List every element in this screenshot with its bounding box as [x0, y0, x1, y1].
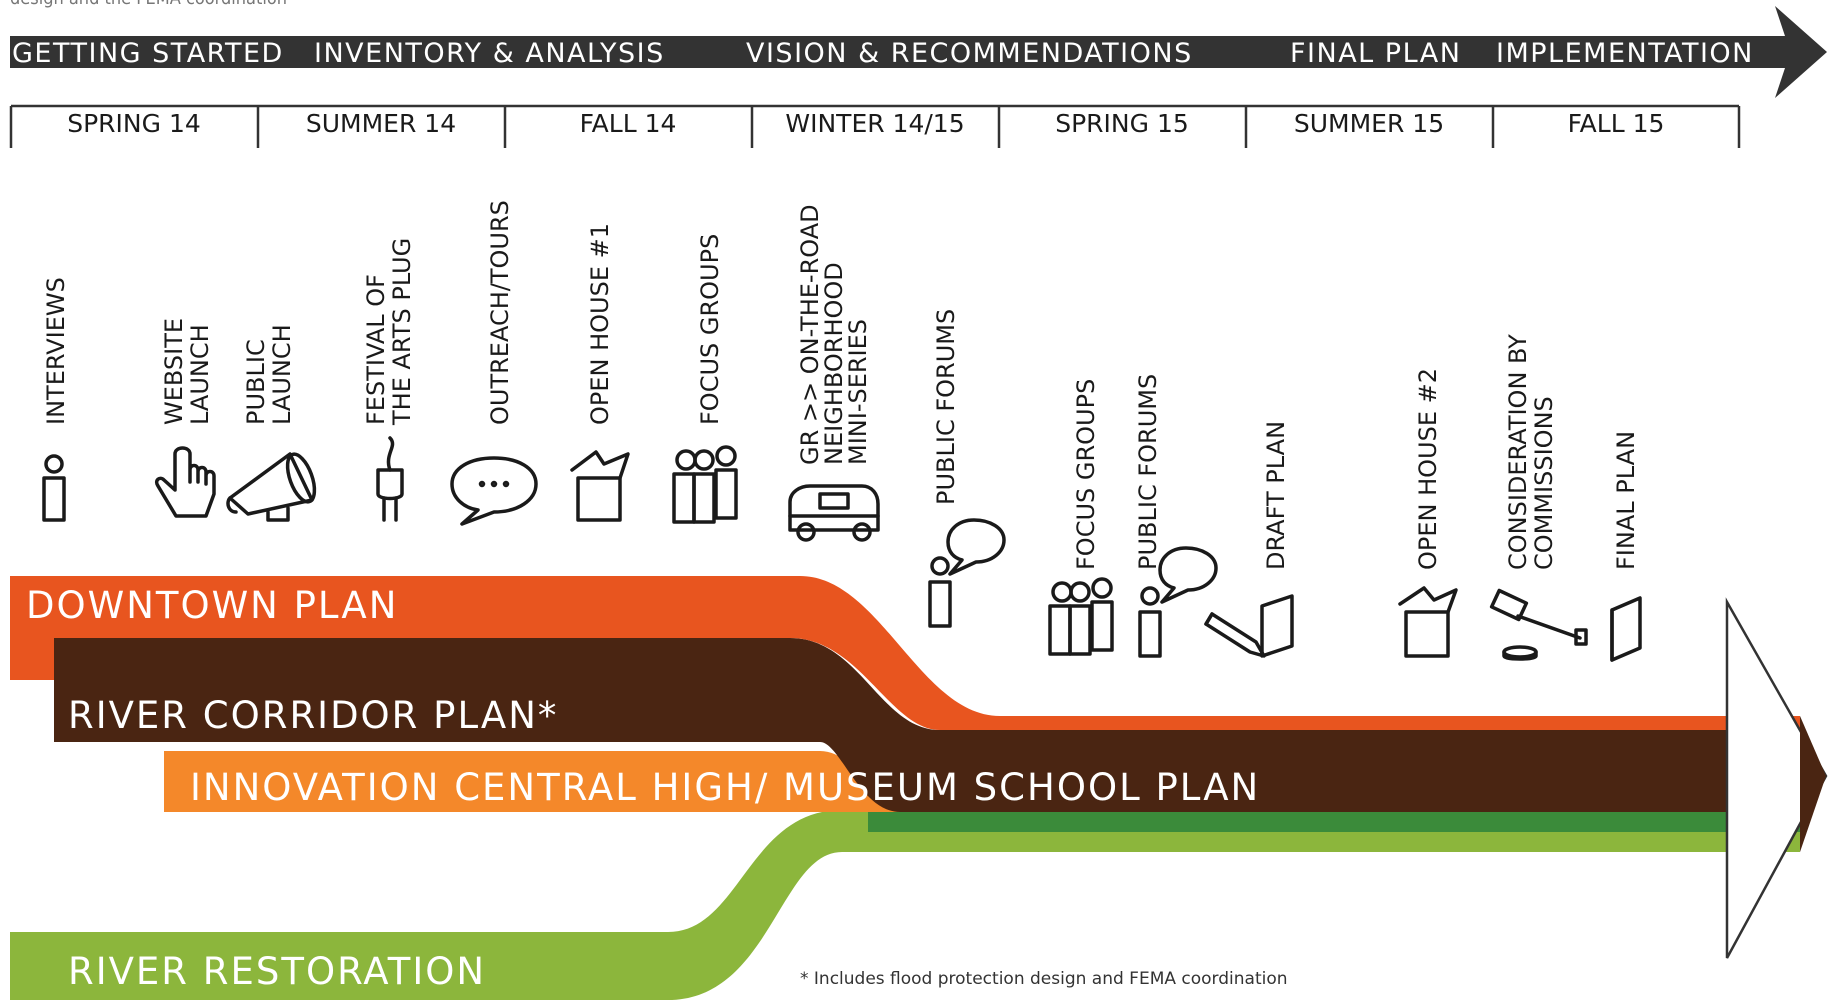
- events: INTERVIEWS WEBSITE LAUNCH PUBLIC LAUNCH: [42, 197, 1642, 662]
- plug-icon: [376, 436, 404, 522]
- event-draft-plan: DRAFT PLAN: [1204, 421, 1294, 658]
- event-label: FOCUS GROUPS: [1072, 379, 1100, 570]
- event-website-launch: WEBSITE LAUNCH: [154, 310, 216, 518]
- megaphone-icon: [226, 452, 317, 522]
- person-icon: [42, 454, 66, 522]
- phase-final-plan: FINAL PLAN: [1290, 38, 1461, 69]
- season-labels: SPRING 14 SUMMER 14 FALL 14 WINTER 14/15…: [67, 109, 1664, 138]
- phase-inventory-analysis: INVENTORY & ANALYSIS: [314, 38, 665, 69]
- band-label-downtown: DOWNTOWN PLAN: [26, 584, 398, 627]
- gavel-icon: [1489, 588, 1588, 661]
- person-speaking-icon: [928, 518, 1006, 628]
- event-final-plan: FINAL PLAN: [1610, 431, 1642, 662]
- phase-arrow-shape: [10, 6, 1827, 98]
- event-label: CONSIDERATION BY COMMISSIONS: [1504, 327, 1558, 570]
- band-arrowhead: [1725, 597, 1828, 959]
- event-label: PUBLIC FORUMS: [1134, 374, 1162, 570]
- band-arrowhead-fill: [1800, 716, 1826, 852]
- event-label: OPEN HOUSE #1: [586, 223, 614, 425]
- speech-bubble-icon: [450, 456, 538, 526]
- group-icon: [1048, 577, 1114, 656]
- top-caption: design and the FEMA coordination: [10, 0, 287, 9]
- person-speaking-icon: [1138, 546, 1218, 658]
- event-label: FINAL PLAN: [1612, 431, 1640, 570]
- season-label: FALL 14: [580, 109, 677, 138]
- band-label-river-corridor: RIVER CORRIDOR PLAN*: [68, 694, 558, 737]
- document-icon: [1610, 596, 1642, 662]
- house-icon: [570, 450, 630, 522]
- event-festival: FESTIVAL OF THE ARTS PLUG: [362, 238, 416, 522]
- phase-getting-started: GETTING STARTED: [12, 38, 284, 69]
- footnote: * Includes flood protection design and F…: [800, 969, 1288, 989]
- band-innovation: [164, 751, 900, 812]
- season-label: SUMMER 14: [306, 109, 456, 138]
- event-label: WEBSITE LAUNCH: [160, 310, 214, 425]
- band-downtown: [10, 576, 1800, 730]
- hand-cursor-icon: [154, 446, 216, 518]
- group-icon: [672, 445, 738, 524]
- event-label: OUTREACH/TOURS: [486, 200, 514, 425]
- event-label: FOCUS GROUPS: [696, 234, 724, 425]
- season-timeline: [9, 104, 1741, 148]
- event-label: INTERVIEWS: [42, 277, 70, 425]
- band-label-innovation: INNOVATION CENTRAL HIGH/ MUSEUM SCHOOL P…: [190, 766, 1260, 809]
- event-focus-groups-1: FOCUS GROUPS: [672, 234, 738, 524]
- event-open-house-2: OPEN HOUSE #2: [1398, 368, 1458, 658]
- plan-bands: DOWNTOWN PLAN RIVER CORRIDOR PLAN* INNOV…: [10, 576, 1828, 1000]
- season-label: SPRING 15: [1055, 109, 1189, 138]
- season-label: SPRING 14: [67, 109, 201, 138]
- season-label: SUMMER 15: [1294, 109, 1444, 138]
- band-label-river-restoration: RIVER RESTORATION: [68, 950, 486, 993]
- band-green-accent: [868, 812, 1800, 832]
- band-river-restoration: [10, 810, 1800, 1000]
- event-open-house-1: OPEN HOUSE #1: [570, 223, 630, 522]
- season-label: FALL 15: [1568, 109, 1665, 138]
- event-label: FESTIVAL OF THE ARTS PLUG: [362, 238, 416, 426]
- event-label: PUBLIC FORUMS: [932, 309, 960, 505]
- band-brown: [54, 638, 1800, 812]
- event-public-forums-2: PUBLIC FORUMS: [1134, 374, 1218, 658]
- event-focus-groups-2: FOCUS GROUPS: [1048, 379, 1114, 656]
- event-public-forums-1: PUBLIC FORUMS: [928, 309, 1006, 628]
- phase-vision-recommendations: VISION & RECOMMENDATIONS: [746, 38, 1193, 69]
- event-label: OPEN HOUSE #2: [1414, 368, 1442, 570]
- pencil-document-icon: [1204, 594, 1294, 658]
- event-interviews: INTERVIEWS: [42, 277, 70, 522]
- event-on-the-road: GR >> ON-THE-ROAD NEIGHBORHOOD MINI-SERI…: [788, 197, 880, 542]
- house-icon: [1398, 586, 1458, 658]
- event-label: PUBLIC LAUNCH: [242, 324, 296, 425]
- event-public-launch: PUBLIC LAUNCH: [226, 324, 317, 522]
- event-label: DRAFT PLAN: [1262, 421, 1290, 570]
- event-consideration: CONSIDERATION BY COMMISSIONS: [1489, 327, 1588, 661]
- phase-arrow: GETTING STARTED INVENTORY & ANALYSIS VIS…: [10, 6, 1827, 98]
- phase-implementation: IMPLEMENTATION: [1496, 38, 1754, 69]
- season-label: WINTER 14/15: [785, 109, 964, 138]
- event-outreach: OUTREACH/TOURS: [450, 200, 538, 526]
- event-label: GR >> ON-THE-ROAD NEIGHBORHOOD MINI-SERI…: [796, 197, 872, 465]
- van-icon: [788, 484, 880, 542]
